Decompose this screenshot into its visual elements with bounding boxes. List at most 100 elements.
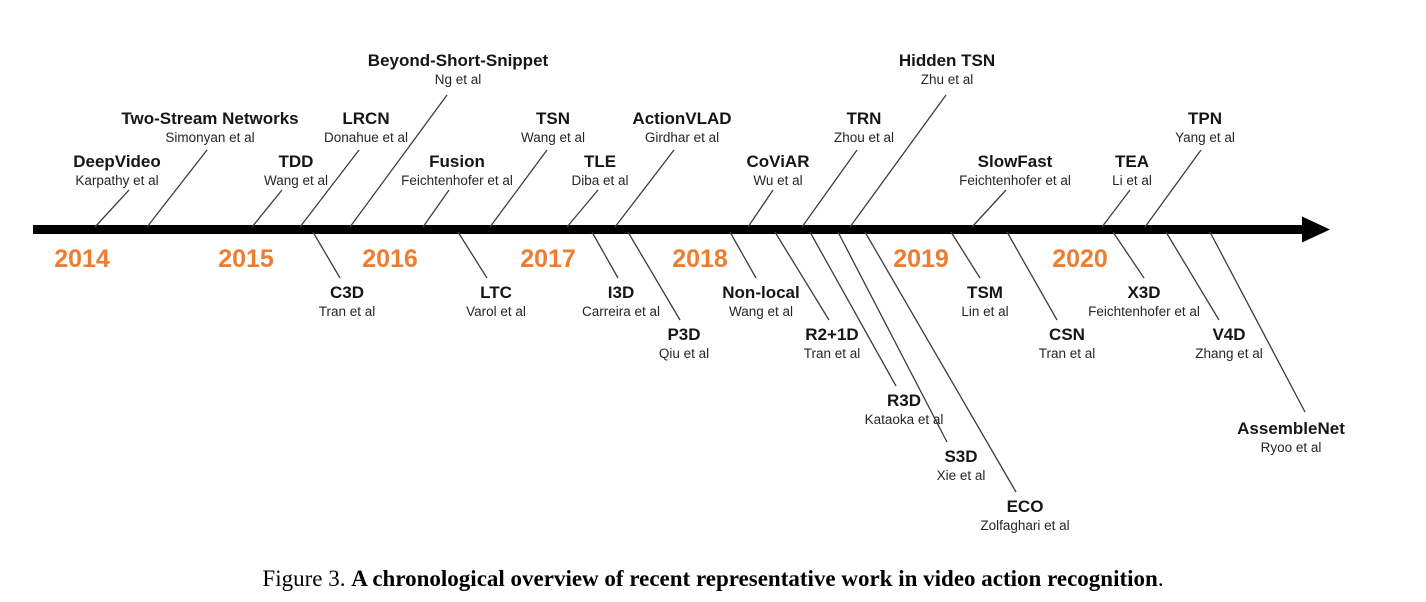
author-label: Wang et al bbox=[728, 304, 794, 319]
figure-caption: Figure 3. A chronological overview of re… bbox=[0, 566, 1426, 592]
timeline-item: CoViAR Wu et al bbox=[747, 152, 810, 189]
timeline-item: C3D Tran et al bbox=[319, 283, 376, 320]
timeline-item: TSM Lin et al bbox=[961, 283, 1008, 320]
method-label: R3D bbox=[886, 391, 921, 410]
year-label: 2020 bbox=[1052, 245, 1108, 273]
method-label: ECO bbox=[1006, 497, 1044, 516]
tick-line bbox=[1112, 231, 1145, 279]
author-label: Donahue et al bbox=[323, 130, 409, 145]
timeline-item: TSN Wang et al bbox=[521, 109, 585, 146]
author-label: Wang et al bbox=[263, 173, 329, 188]
timeline-item: P3D Qiu et al bbox=[659, 325, 709, 362]
method-label: Fusion bbox=[429, 152, 485, 171]
author-label: Tran et al bbox=[803, 346, 861, 361]
method-label: LTC bbox=[480, 283, 512, 302]
method-label: TSM bbox=[967, 283, 1003, 302]
year-label: 2016 bbox=[362, 245, 418, 273]
author-label: Zhu et al bbox=[920, 72, 974, 87]
author-label: Feichtenhofer et al bbox=[401, 173, 513, 188]
timeline-bar bbox=[33, 225, 1305, 234]
tick-line bbox=[849, 94, 947, 228]
tick-line bbox=[729, 231, 757, 279]
author-label: Wang et al bbox=[520, 130, 586, 145]
author-label: Carreira et al bbox=[581, 304, 661, 319]
caption-prefix: Figure 3. bbox=[262, 566, 352, 591]
tick-line bbox=[950, 231, 981, 279]
timeline-item: TEA Li et al bbox=[1112, 152, 1152, 189]
method-label: TDD bbox=[278, 152, 314, 171]
author-label: Feichtenhofer et al bbox=[959, 173, 1071, 188]
method-label: I3D bbox=[607, 283, 635, 302]
year-label: 2014 bbox=[54, 245, 110, 273]
author-label: Tran et al bbox=[1038, 346, 1096, 361]
author-label: Simonyan et al bbox=[165, 130, 255, 145]
method-label: CoViAR bbox=[746, 152, 810, 171]
method-label: TEA bbox=[1115, 152, 1149, 171]
method-label: Non-local bbox=[722, 283, 800, 302]
author-label: Girdhar et al bbox=[644, 130, 720, 145]
author-label: Wu et al bbox=[753, 173, 803, 188]
author-label: Ryoo et al bbox=[1260, 440, 1322, 455]
caption-suffix: . bbox=[1157, 566, 1164, 591]
timeline-item: TDD Wang et al bbox=[264, 152, 328, 189]
timeline-item: Hidden TSN Zhu et al bbox=[899, 51, 995, 88]
author-label: Kataoka et al bbox=[864, 412, 944, 427]
tick-line bbox=[591, 231, 619, 279]
tick-line bbox=[864, 231, 1017, 493]
tick-line bbox=[614, 149, 675, 228]
year-label: 2018 bbox=[672, 245, 728, 273]
method-label: TLE bbox=[583, 152, 617, 171]
method-label: DeepVideo bbox=[73, 152, 161, 171]
author-label: Tran et al bbox=[318, 304, 376, 319]
author-label: Li et al bbox=[1112, 173, 1152, 188]
tick-line bbox=[1101, 189, 1131, 228]
method-label: V4D bbox=[1212, 325, 1246, 344]
timeline-item: TPN Yang et al bbox=[1175, 109, 1235, 146]
method-label: Two-Stream Networks bbox=[121, 109, 299, 128]
tick-line bbox=[971, 189, 1007, 228]
author-label: Karpathy et al bbox=[75, 173, 159, 188]
method-label: TRN bbox=[846, 109, 882, 128]
author-label: Yang et al bbox=[1175, 130, 1235, 145]
year-label: 2019 bbox=[893, 245, 949, 273]
method-label: P3D bbox=[667, 325, 701, 344]
caption-bold-text: A chronological overview of recent repre… bbox=[351, 566, 1158, 591]
tick-line bbox=[1006, 231, 1058, 321]
tick-line bbox=[422, 189, 450, 228]
method-label: Hidden TSN bbox=[898, 51, 996, 70]
tick-line bbox=[457, 231, 488, 279]
timeline-item: V4D Zhang et al bbox=[1195, 325, 1263, 362]
method-label: R2+1D bbox=[805, 325, 859, 344]
author-label: Lin et al bbox=[961, 304, 1009, 319]
author-label: Zhang et al bbox=[1195, 346, 1263, 361]
tick-line bbox=[566, 189, 599, 228]
tick-line bbox=[1209, 231, 1306, 413]
tick-line bbox=[312, 231, 341, 279]
method-label: TSN bbox=[535, 109, 570, 128]
year-label: 2017 bbox=[520, 245, 576, 273]
tick-line bbox=[251, 189, 283, 228]
method-label: C3D bbox=[329, 283, 364, 302]
tick-line bbox=[146, 149, 208, 228]
author-label: Feichtenhofer et al bbox=[1088, 304, 1200, 319]
method-label: TPN bbox=[1187, 109, 1222, 128]
tick-line bbox=[299, 149, 360, 228]
author-label: Qiu et al bbox=[658, 346, 710, 361]
method-label: SlowFast bbox=[977, 152, 1053, 171]
method-label: AssembleNet bbox=[1237, 419, 1345, 438]
tick-line bbox=[747, 189, 774, 228]
